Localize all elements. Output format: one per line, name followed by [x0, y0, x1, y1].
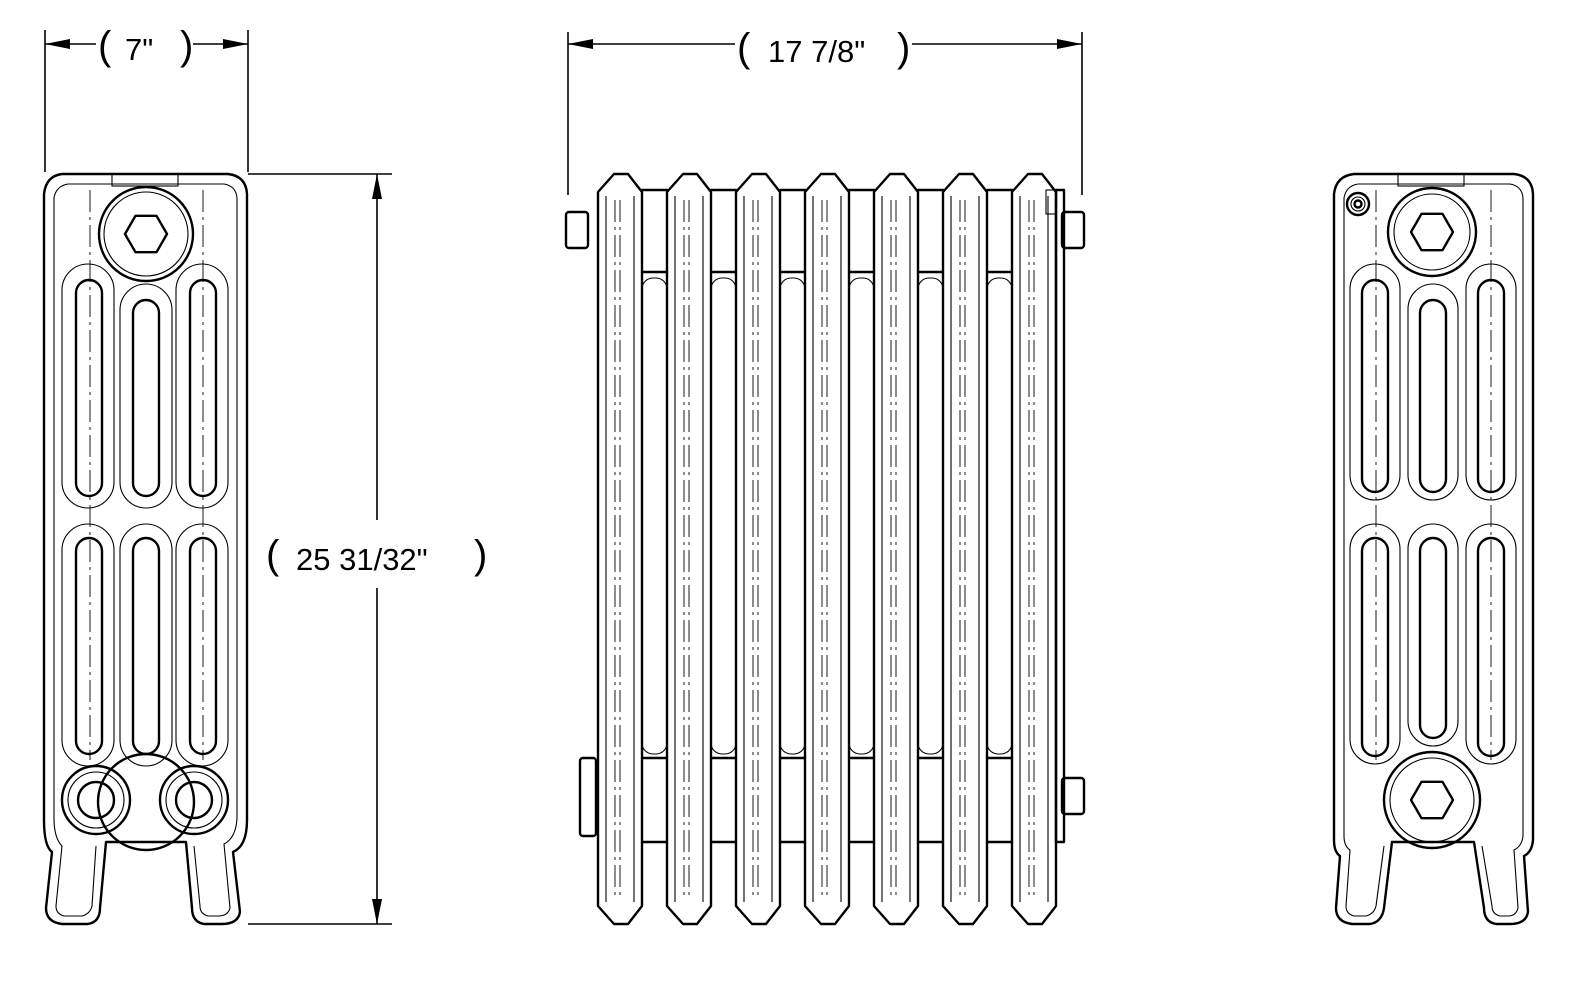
- radiator-section: [1010, 172, 1058, 926]
- hex-plug-icon: [1386, 186, 1478, 278]
- depth-label: 7": [125, 32, 153, 67]
- svg-text:): ): [180, 24, 193, 68]
- bleed-valve-icon: [1345, 191, 1371, 217]
- front-view: [564, 172, 1086, 926]
- svg-text:(: (: [266, 533, 280, 577]
- hub-connectors: [640, 188, 1014, 844]
- height-label: 25 31/32": [296, 542, 428, 577]
- length-label: 17 7/8": [768, 34, 865, 69]
- left-side-view: [42, 172, 249, 926]
- hex-plug-icon: [1382, 750, 1482, 850]
- depth-dimension: ( 7" ): [44, 24, 249, 172]
- height-dimension: ( 25 31/32" ): [248, 173, 494, 925]
- radiator-section: [803, 172, 851, 926]
- svg-text:(: (: [98, 24, 112, 68]
- radiator-section: [665, 172, 713, 926]
- section-columns: [596, 172, 1058, 926]
- right-side-view: [1332, 172, 1535, 926]
- gap-windows: [641, 277, 1013, 755]
- svg-text:): ): [474, 533, 487, 577]
- radiator-section: [734, 172, 782, 926]
- radiator-section: [872, 172, 920, 926]
- radiator-section: [941, 172, 989, 926]
- svg-text:(: (: [737, 26, 751, 70]
- pipe-bushing-icon: [60, 764, 132, 836]
- radiator-section: [596, 172, 644, 926]
- length-dimension: ( 17 7/8" ): [567, 26, 1083, 195]
- pipe-bushing-icon: [158, 764, 230, 836]
- svg-text:): ): [897, 26, 910, 70]
- hex-plug-icon: [97, 185, 195, 283]
